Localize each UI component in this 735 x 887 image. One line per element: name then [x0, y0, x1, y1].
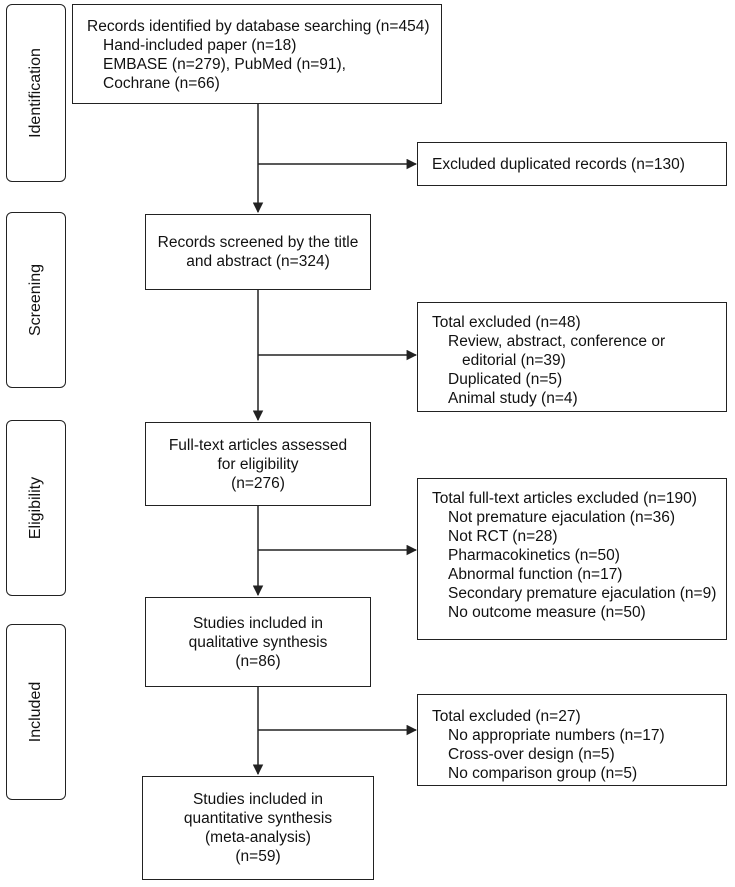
excluded-screen-item-2: Duplicated (n=5) [448, 371, 563, 388]
box-excluded-fulltext: Total full-text articles excluded (n=190… [417, 478, 727, 640]
box-quantitative-synthesis: Studies included in quantitative synthes… [142, 776, 374, 880]
phase-eligibility: Eligibility [6, 420, 66, 596]
identified-line-1: Hand-included paper (n=18) [103, 37, 297, 54]
excluded-fulltext-item: Pharmacokinetics (n=50) [448, 547, 620, 564]
excluded-screen-title: Total excluded (n=48) [432, 314, 581, 331]
excluded-screen-item-1b: editorial (n=39) [462, 352, 566, 369]
box-records-identified: Records identified by database searching… [72, 4, 442, 104]
box-excluded-screening: Total excluded (n=48) Review, abstract, … [417, 302, 727, 412]
qualitative-line-1: Studies included in [192, 614, 324, 632]
box-fulltext-assessed: Full-text articles assessed for eligibil… [145, 422, 371, 506]
excluded-fulltext-title: Total full-text articles excluded (n=190… [432, 490, 697, 507]
excluded-screen-item-1a: Review, abstract, conference or [448, 333, 666, 350]
phase-included: Included [6, 624, 66, 800]
identified-line-3: Cochrane (n=66) [103, 75, 220, 92]
excluded-qual-item: No appropriate numbers (n=17) [448, 727, 665, 744]
quantitative-line-3: (meta-analysis) [205, 829, 311, 846]
screened-line-1: Records screened by the title [157, 234, 359, 251]
excluded-qual-item: Cross-over design (n=5) [448, 746, 615, 763]
fulltext-line-2: for eligibility [217, 455, 299, 473]
qualitative-line-3: (n=86) [235, 652, 281, 670]
phase-screening: Screening [6, 212, 66, 388]
excluded-fulltext-item: No outcome measure (n=50) [448, 604, 646, 621]
fulltext-line-1: Full-text articles assessed [168, 436, 348, 454]
fulltext-line-3: (n=276) [231, 474, 285, 492]
phase-identification: Identification [6, 4, 66, 182]
excluded-qual-item: No comparison group (n=5) [448, 765, 638, 782]
quantitative-line-2: quantitative synthesis [183, 810, 333, 827]
screened-line-2: and abstract (n=324) [186, 253, 330, 270]
excluded-fulltext-item: Not premature ejaculation (n=36) [448, 509, 676, 526]
excluded-fulltext-item: Secondary premature ejaculation (n=9) [448, 585, 717, 602]
qualitative-line-2: qualitative synthesis [188, 633, 328, 651]
identified-line-2: EMBASE (n=279), PubMed (n=91), [103, 56, 346, 73]
excluded-fulltext-item: Not RCT (n=28) [448, 528, 558, 545]
box-qualitative-synthesis: Studies included in qualitative synthesi… [145, 597, 371, 687]
box-excluded-qualitative: Total excluded (n=27) No appropriate num… [417, 694, 727, 786]
duplicates-title: Excluded duplicated records (n=130) [432, 156, 685, 173]
quantitative-line-4: (n=59) [235, 848, 281, 865]
box-excluded-duplicates: Excluded duplicated records (n=130) [417, 142, 727, 186]
excluded-fulltext-item: Abnormal function (n=17) [448, 566, 623, 583]
excluded-qual-title: Total excluded (n=27) [432, 708, 581, 725]
excluded-screen-item-3: Animal study (n=4) [448, 390, 578, 407]
box-records-screened: Records screened by the title and abstra… [145, 214, 371, 290]
quantitative-line-1: Studies included in [192, 791, 324, 808]
identified-title: Records identified by database searching… [87, 18, 430, 35]
